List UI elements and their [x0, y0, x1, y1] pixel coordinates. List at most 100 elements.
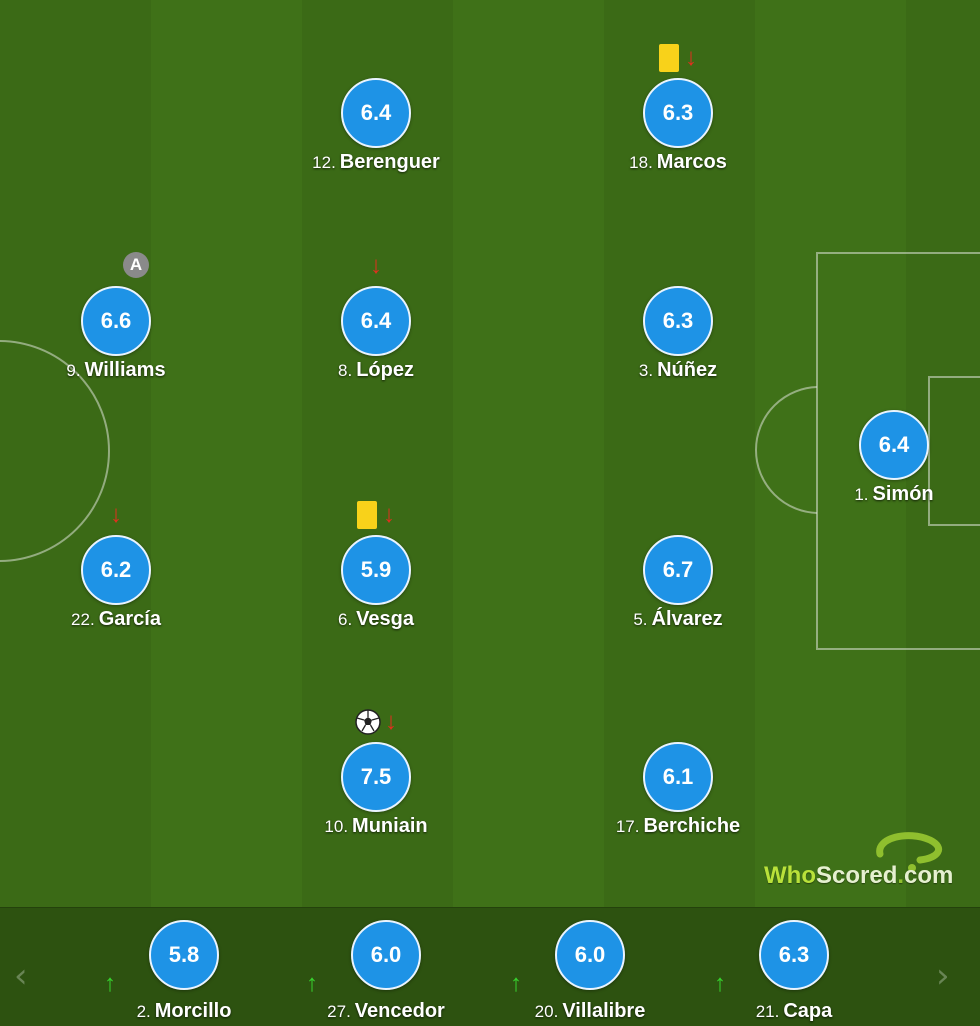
player-name: 6.Vesga — [276, 608, 476, 631]
player-event-icons — [794, 376, 980, 406]
player-name-text: Simón — [872, 483, 934, 505]
player-number: 9. — [66, 361, 81, 380]
player-rating: 6.3 — [643, 286, 713, 356]
player-name-text: Álvarez — [651, 608, 723, 630]
player-name: 17.Berchiche — [578, 815, 778, 838]
player-number: 12. — [312, 153, 336, 172]
player-card[interactable]: ↓ 6.4 8.López — [276, 252, 476, 406]
player-name-text: Vencedor — [354, 1000, 445, 1022]
whoscored-logo: WhoScored.com — [764, 832, 964, 893]
player-rating: 6.4 — [341, 286, 411, 356]
player-name-text: Marcos — [656, 151, 727, 173]
player-event-icons: ↓ — [578, 44, 778, 74]
player-number: 6. — [337, 610, 353, 629]
player-event-icons — [578, 252, 778, 282]
player-event-icons — [578, 501, 778, 531]
player-number: 18. — [629, 153, 653, 172]
player-number: 21. — [755, 1002, 780, 1021]
player-number: 10. — [324, 817, 349, 836]
player-rating: 6.4 — [859, 410, 929, 480]
player-card[interactable]: ↓ 5.9 6.Vesga — [276, 501, 476, 655]
player-rating: 6.1 — [643, 742, 713, 812]
player-rating: 6.3 — [759, 920, 829, 990]
player-card[interactable]: 6.4 1.Simón — [794, 410, 980, 530]
player-name-text: García — [98, 608, 161, 630]
player-name-text: Berchiche — [643, 815, 741, 837]
penalty-box — [816, 252, 980, 650]
bench-player-card[interactable]: ↑ 5.8 2.Morcillo — [84, 908, 284, 1026]
player-name-text: Capa — [783, 1000, 833, 1022]
bench-player-card[interactable]: ↑ 6.0 20.Villalibre — [490, 908, 690, 1026]
player-event-icons — [276, 44, 476, 74]
bench-prev-button[interactable]: ‹ — [14, 956, 28, 996]
player-name: 21.Capa — [694, 1000, 894, 1023]
player-rating: 6.2 — [81, 535, 151, 605]
player-event-icons: ↓ — [276, 708, 476, 738]
sub-off-arrow-icon: ↓ — [110, 501, 122, 528]
player-number: 5. — [633, 610, 648, 629]
player-name-text: Berenguer — [339, 151, 440, 173]
player-card[interactable]: ↓ 7.5 10.Muniain — [276, 708, 476, 862]
player-number: 2. — [136, 1002, 151, 1021]
player-event-icons: ↓ — [276, 501, 476, 531]
player-number: 22. — [71, 610, 95, 629]
player-rating: 6.3 — [643, 78, 713, 148]
sub-on-arrow-icon: ↑ — [104, 970, 116, 997]
player-name: 3.Núñez — [578, 359, 778, 382]
player-name-text: Morcillo — [154, 1000, 232, 1022]
player-name: 8.López — [276, 359, 476, 382]
player-name: 18.Marcos — [578, 151, 778, 174]
player-name: 22.García — [16, 608, 216, 631]
sub-off-arrow-icon: ↓ — [370, 252, 382, 279]
player-rating: 6.0 — [351, 920, 421, 990]
player-card[interactable]: 6.3 3.Núñez — [578, 286, 778, 406]
bench-next-button[interactable]: › — [936, 956, 950, 996]
player-event-icons: ↓ — [16, 501, 216, 531]
yellow-card-icon — [659, 44, 679, 72]
player-rating: 6.7 — [643, 535, 713, 605]
goal-ball-icon — [355, 709, 381, 735]
player-name: 27.Vencedor — [286, 1000, 486, 1023]
six-yard-box — [928, 376, 980, 526]
yellow-card-icon — [357, 501, 377, 529]
sub-on-arrow-icon: ↑ — [714, 970, 726, 997]
player-name-text: Núñez — [657, 359, 718, 381]
player-name-text: Williams — [84, 359, 166, 381]
player-rating: 7.5 — [341, 742, 411, 812]
player-rating: 5.9 — [341, 535, 411, 605]
player-name: 10.Muniain — [276, 815, 476, 838]
player-name-text: Vesga — [356, 608, 414, 630]
captain-badge-icon: A — [123, 252, 149, 278]
sub-off-arrow-icon: ↓ — [383, 501, 395, 528]
player-name-text: López — [356, 359, 414, 381]
player-name: 1.Simón — [794, 483, 980, 506]
player-number: 8. — [338, 361, 353, 380]
player-event-icons: A — [16, 252, 216, 282]
player-rating: 6.0 — [555, 920, 625, 990]
player-card[interactable]: 6.7 5.Álvarez — [578, 535, 778, 655]
bench-player-card[interactable]: ↑ 6.3 21.Capa — [694, 908, 894, 1026]
sub-on-arrow-icon: ↑ — [306, 970, 318, 997]
logo-question-mark-icon — [876, 832, 942, 872]
sub-on-arrow-icon: ↑ — [510, 970, 522, 997]
logo-text: WhoScored.com — [764, 862, 954, 889]
player-name: 9.Williams — [16, 359, 216, 382]
player-number: 17. — [615, 817, 640, 836]
player-event-icons: ↓ — [276, 252, 476, 282]
player-card[interactable]: ↓ 6.2 22.García — [16, 501, 216, 655]
player-event-icons — [578, 708, 778, 738]
player-name-text: Villalibre — [562, 1000, 646, 1022]
player-card[interactable]: ↓ 6.3 18.Marcos — [578, 44, 778, 198]
player-number: 27. — [327, 1002, 351, 1021]
player-rating: 5.8 — [149, 920, 219, 990]
player-name-text: Muniain — [352, 815, 428, 837]
player-number: 20. — [534, 1002, 559, 1021]
player-name: 20.Villalibre — [490, 1000, 690, 1023]
player-number: 1. — [854, 485, 869, 504]
